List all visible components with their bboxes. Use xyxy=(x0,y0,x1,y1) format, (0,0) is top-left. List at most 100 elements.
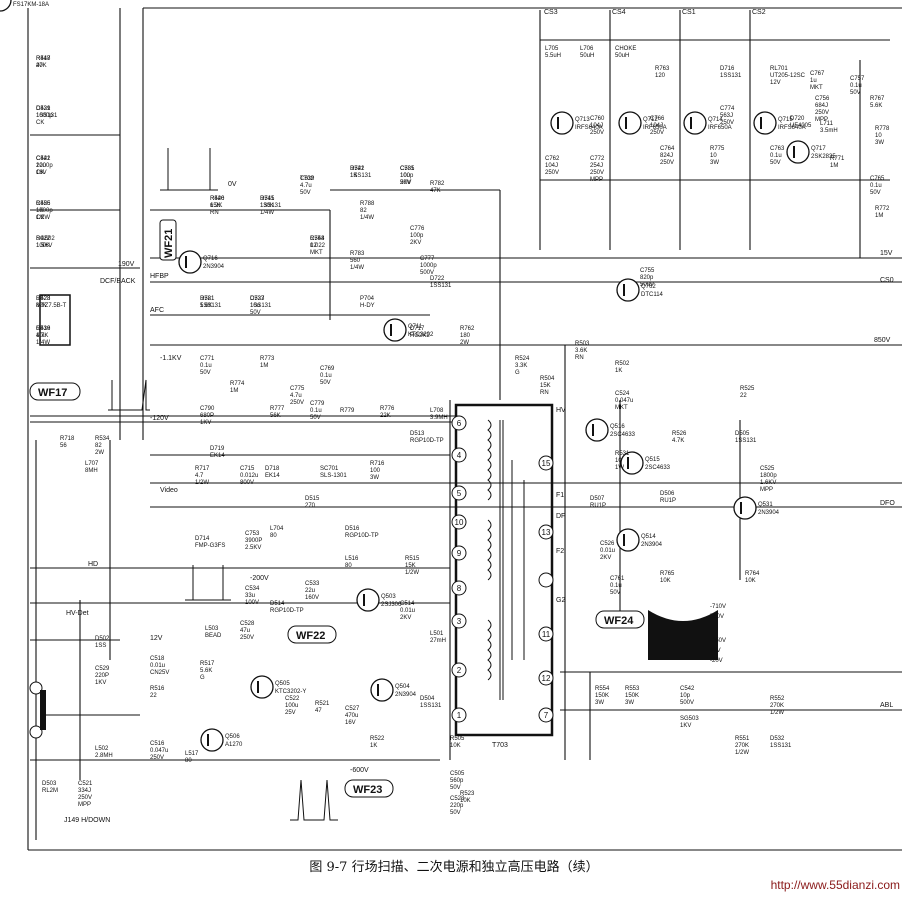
transistor-ref: Q514 xyxy=(641,534,656,540)
transistor-ref: Q762 xyxy=(641,284,656,290)
transistor-ref: Q712 xyxy=(643,117,658,123)
net-label: HFBP xyxy=(150,273,169,280)
transistor-part: A1270 xyxy=(225,742,243,748)
waveform-tags: WF21 WF17 WF22 WF23 WF24 xyxy=(29,219,645,798)
transistor-part: IRF650A xyxy=(643,125,667,131)
transistor-part: 2N3904 xyxy=(203,264,225,270)
level-label: -710V xyxy=(710,604,726,610)
flyback-transformer: 6 4 5 10 9 8 3 2 1 15 13 11 12 7 T703 xyxy=(451,403,554,749)
transistor-ref: Q505 xyxy=(275,681,290,687)
transistor-part: 2SC4633 xyxy=(610,432,636,438)
transistor-ref: Q711 xyxy=(408,324,423,330)
pin-label: 15 xyxy=(542,459,551,468)
transistor-q507: Q507FS17KM-18A xyxy=(0,0,49,12)
transistor-part: 2N3904 xyxy=(758,510,780,516)
transistor-part: IRFS640A xyxy=(778,125,806,131)
transistor-q531: Q531 2N3904 xyxy=(733,496,780,520)
net-label: DCF/BACK xyxy=(100,278,136,285)
transistor-ref: Q515 xyxy=(645,457,660,463)
net-label: -200V xyxy=(250,575,269,582)
transistor-part: KTC3202-Y xyxy=(275,689,306,695)
pin-label: 6 xyxy=(457,419,462,428)
transistor-part: 2SJ306 xyxy=(381,602,402,608)
net-label: CS0 xyxy=(880,277,894,284)
net-label: DF xyxy=(556,513,565,520)
net-label: -600V xyxy=(350,767,369,774)
pin-label: 10 xyxy=(455,518,464,527)
t702-transformer xyxy=(39,294,71,346)
transistor-part: 2SK2835 xyxy=(811,154,836,160)
level-label: 90V xyxy=(710,648,721,654)
figure-caption: 图 9-7 行场扫描、二次电源和独立高压电路（续） xyxy=(309,860,599,875)
net-label: 12V xyxy=(150,635,163,642)
watermark-url: http://www.55dianzi.com xyxy=(770,878,900,892)
pin-label: 3 xyxy=(457,617,462,626)
transistor-ref: Q715 xyxy=(778,117,793,123)
waveform-sketches xyxy=(108,148,338,821)
pin-label: 5 xyxy=(457,489,462,498)
pin-label: 11 xyxy=(542,630,551,639)
transistor-ref: Q503 xyxy=(381,594,396,600)
pin-label: 1 xyxy=(457,711,462,720)
net-label: CS1 xyxy=(682,9,696,16)
wf24-waveform xyxy=(648,610,718,660)
wf21-label: WF21 xyxy=(163,229,175,258)
net-label: DFO xyxy=(880,500,895,507)
transistor-part: 2N3904 xyxy=(395,692,417,698)
net-label: CS4 xyxy=(612,9,626,16)
transistor-ref: Q531 xyxy=(758,502,773,508)
transistor-part: IRF650A xyxy=(708,125,732,131)
transistor-ref: Q716 xyxy=(203,256,218,262)
